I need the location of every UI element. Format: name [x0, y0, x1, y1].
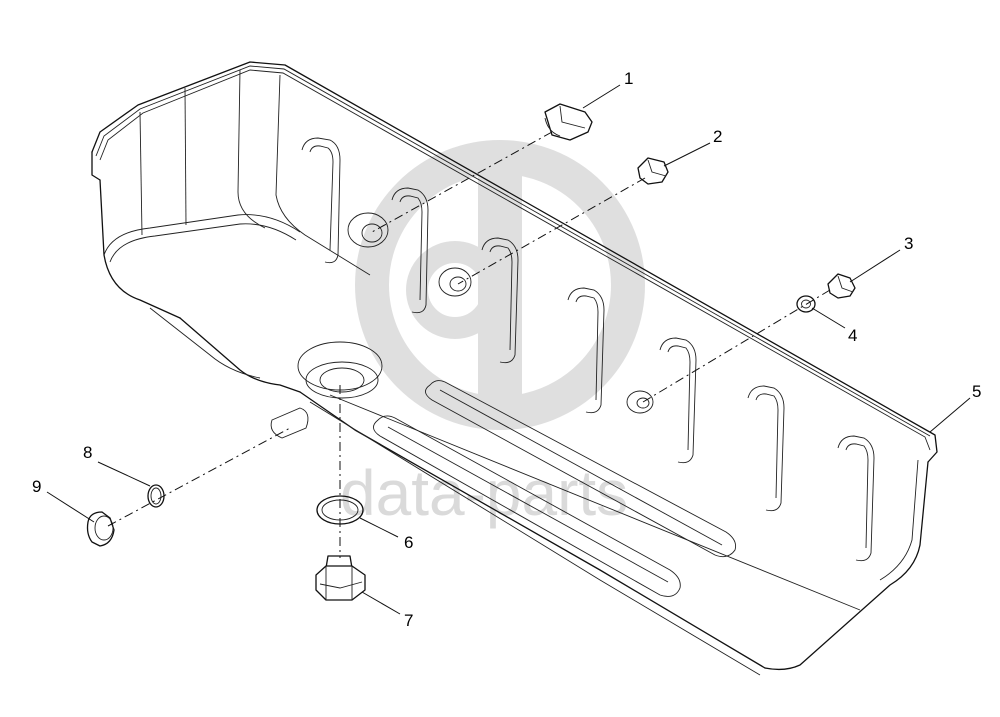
- part-7-drain-plug: [315, 555, 366, 601]
- part-2-plug: [637, 157, 669, 185]
- callout-2: 2: [713, 127, 722, 146]
- callout-8: 8: [83, 443, 92, 462]
- callout-5: 5: [972, 382, 981, 401]
- callout-9: 9: [32, 477, 41, 496]
- callout-3: 3: [904, 234, 913, 253]
- part-3-plug: [827, 273, 856, 299]
- assembly-center-lines: [107, 131, 831, 558]
- part-4-seal-ring: [796, 295, 816, 313]
- watermark-text: data-parts: [340, 457, 628, 529]
- watermark-logo: data-parts: [340, 140, 645, 529]
- pan-slots: [373, 380, 737, 597]
- part-1-plug: [544, 103, 593, 141]
- callout-4: 4: [848, 326, 857, 345]
- leader-lines: [46, 84, 971, 615]
- pan-ribs: [301, 137, 875, 562]
- part-9-plug: [86, 511, 115, 547]
- callout-6: 6: [404, 533, 413, 552]
- pan-bosses: [270, 212, 654, 439]
- callout-labels: 1 2 3 4 5 6 7 8 9: [32, 69, 981, 630]
- part-8-ring: [147, 484, 165, 508]
- callout-7: 7: [404, 611, 413, 630]
- oil-pan: [91, 61, 938, 676]
- callout-1: 1: [624, 69, 633, 88]
